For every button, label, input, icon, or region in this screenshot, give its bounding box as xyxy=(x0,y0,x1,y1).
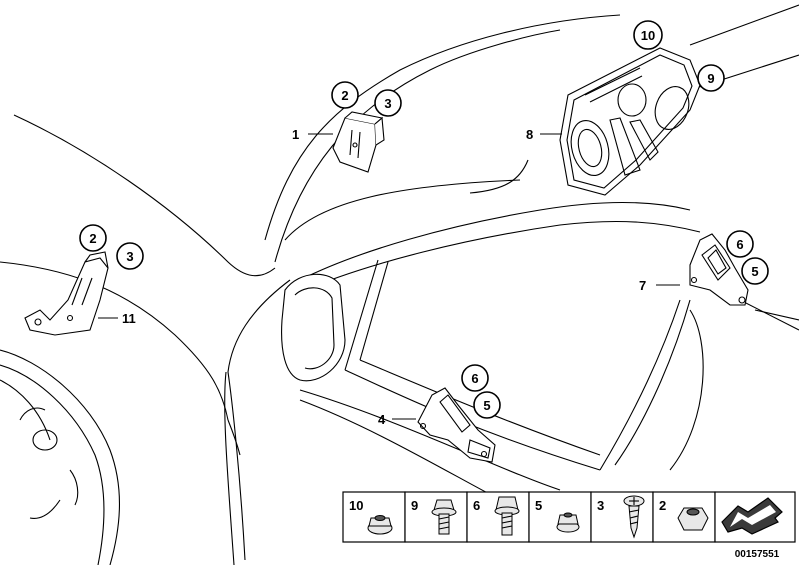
bracket-1 xyxy=(332,111,385,173)
legend-cell-6: 6 xyxy=(466,491,530,543)
svg-text:10: 10 xyxy=(641,28,655,43)
legend-cell-clip xyxy=(714,491,796,543)
legend-cell-5: 5 xyxy=(528,491,592,543)
callout-2a: 2 xyxy=(331,81,359,109)
svg-text:9: 9 xyxy=(707,71,714,86)
hex-nut-icon xyxy=(677,507,709,531)
legend-cell-2: 2 xyxy=(652,491,716,543)
bracket-4 xyxy=(417,387,496,463)
legend-cell-3: 3 xyxy=(590,491,654,543)
callout-9: 9 xyxy=(697,64,725,92)
hex-bolt-washer-icon xyxy=(431,499,457,535)
label-4: 4 xyxy=(378,412,386,427)
label-7: 7 xyxy=(639,278,646,293)
callout-2b: 2 xyxy=(79,224,107,252)
callout-6b: 6 xyxy=(461,364,489,392)
flange-nut-icon xyxy=(367,515,393,535)
svg-text:5: 5 xyxy=(483,398,490,413)
svg-text:2: 2 xyxy=(659,498,666,513)
callout-5b: 5 xyxy=(473,391,501,419)
bracket-7 xyxy=(689,233,749,306)
label-8: 8 xyxy=(526,127,533,142)
hex-bolt-icon xyxy=(494,496,520,536)
callout-6a: 6 xyxy=(726,230,754,258)
label-11: 11 xyxy=(122,311,136,326)
svg-text:3: 3 xyxy=(597,498,604,513)
panel-8 xyxy=(559,47,701,196)
svg-text:6: 6 xyxy=(736,237,743,252)
legend-cell-10: 10 xyxy=(342,491,406,543)
svg-text:5: 5 xyxy=(751,264,758,279)
svg-text:3: 3 xyxy=(384,96,391,111)
callout-5a: 5 xyxy=(741,257,769,285)
svg-text:10: 10 xyxy=(349,498,363,513)
svg-text:2: 2 xyxy=(89,231,96,246)
svg-text:6: 6 xyxy=(471,371,478,386)
callout-10: 10 xyxy=(633,20,663,50)
svg-text:6: 6 xyxy=(473,498,480,513)
svg-text:5: 5 xyxy=(535,498,542,513)
legend-cell-9: 9 xyxy=(404,491,468,543)
fastener-legend: 10 9 6 xyxy=(342,491,796,543)
document-number: 00157551 xyxy=(735,549,780,560)
callout-3b: 3 xyxy=(116,242,144,270)
svg-text:9: 9 xyxy=(411,498,418,513)
callout-3a: 3 xyxy=(374,89,402,117)
clip-symbol-icon xyxy=(721,497,783,535)
svg-text:2: 2 xyxy=(341,88,348,103)
bracket-11 xyxy=(24,251,109,336)
flange-nut-small-icon xyxy=(556,512,580,533)
svg-text:3: 3 xyxy=(126,249,133,264)
self-tapping-screw-icon xyxy=(623,495,645,539)
label-1: 1 xyxy=(292,127,299,142)
